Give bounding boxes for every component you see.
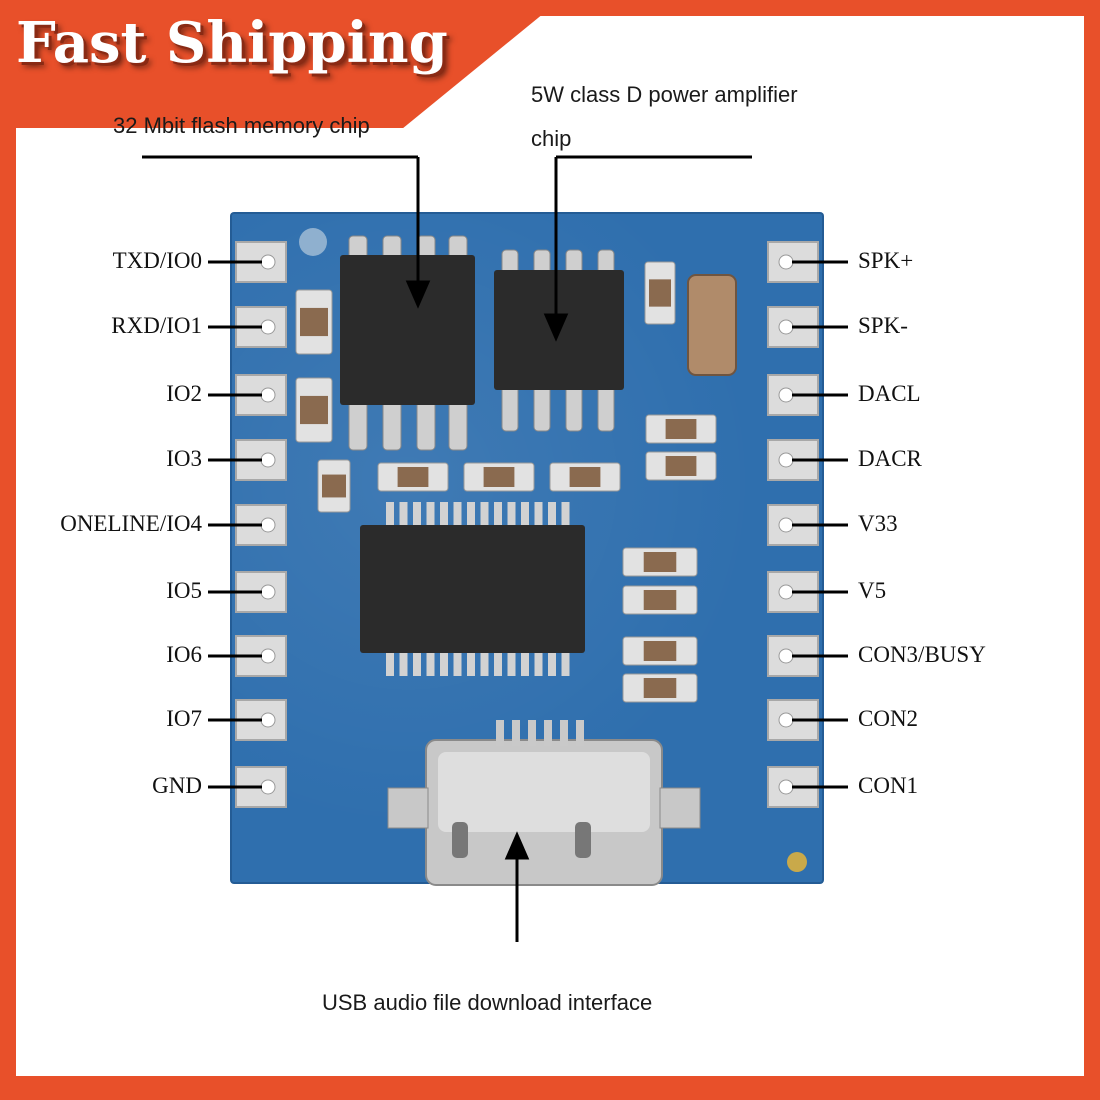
pin-label-left: RXD/IO1 (111, 313, 202, 338)
pin-label-left: IO3 (166, 446, 202, 471)
pin-label-left: TXD/IO0 (112, 248, 202, 273)
pin-label-right: CON1 (858, 773, 919, 798)
pin-label-left: IO6 (166, 642, 202, 667)
usb-annotation: USB audio file download interface (322, 990, 653, 1015)
pin-label-left: IO2 (166, 381, 202, 406)
amplifier-annotation-line1: 5W class D power amplifier (531, 82, 798, 107)
flash-annotation: 32 Mbit flash memory chip (113, 113, 370, 138)
pin-label-right: CON3/BUSY (858, 642, 986, 667)
pin-label-left: IO7 (166, 706, 202, 731)
pcb-board (230, 212, 824, 884)
pin-label-right: DACR (858, 446, 922, 471)
pin-label-left: GND (152, 773, 202, 798)
pin-label-right: V5 (858, 578, 887, 603)
pin-label-right: DACL (858, 381, 921, 406)
pin-label-right: V33 (858, 511, 898, 536)
pin-label-left: ONELINE/IO4 (60, 511, 202, 536)
banner-title: Fast Shipping (16, 10, 448, 76)
pin-label-left: IO5 (166, 578, 202, 603)
amplifier-annotation-line2: chip (531, 126, 572, 151)
pin-label-right: SPK+ (858, 248, 914, 273)
pin-label-right: SPK- (858, 313, 908, 338)
pin-label-right: CON2 (858, 706, 919, 731)
